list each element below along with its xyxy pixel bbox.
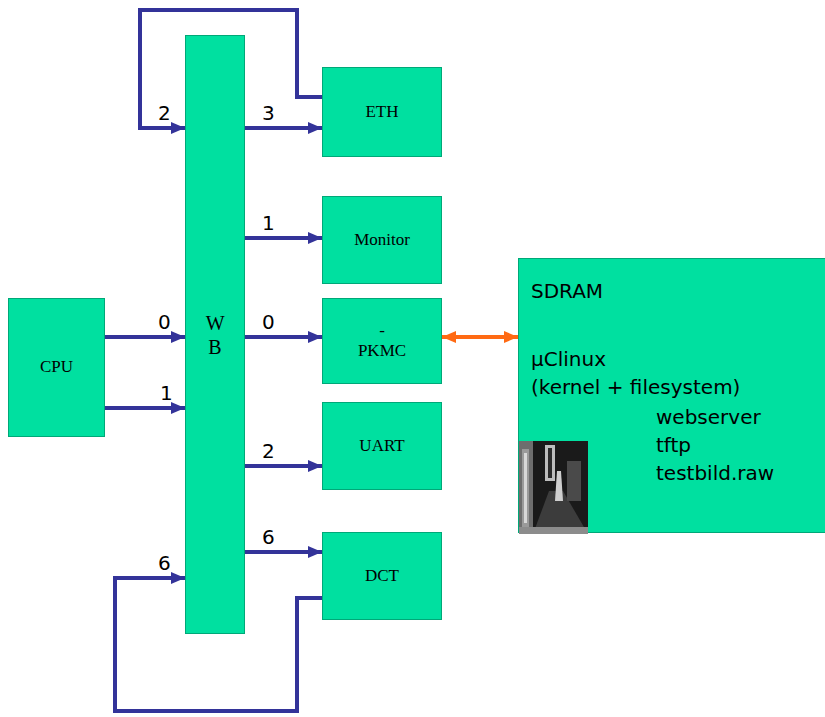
photo-sign-light bbox=[524, 453, 527, 523]
bus-connector bbox=[245, 550, 322, 554]
bus-connector bbox=[245, 335, 322, 339]
box-label: W B bbox=[206, 311, 225, 359]
photo-lettering bbox=[545, 445, 555, 481]
bus-box: W B bbox=[185, 35, 245, 634]
memory-content-label: (kernel + filesystem) bbox=[531, 375, 740, 399]
port-number: 2 bbox=[158, 102, 171, 125]
peripheral-box: Monitor bbox=[322, 196, 442, 284]
box-label: - PKMC bbox=[358, 321, 406, 362]
photo-lettering-gap bbox=[548, 448, 552, 478]
photo-sign bbox=[522, 449, 529, 527]
photo-wall bbox=[519, 441, 533, 534]
port-number: 2 bbox=[262, 440, 275, 463]
bus-connector bbox=[245, 236, 322, 240]
bus-connector bbox=[105, 335, 185, 339]
port-number: 1 bbox=[262, 212, 275, 235]
memory-content-label: µClinux bbox=[531, 347, 606, 371]
memory-box: SDRAM µClinux (kernel + filesystem) webserv… bbox=[518, 258, 825, 533]
memory-title: SDRAM bbox=[531, 279, 603, 303]
peripheral-box: ETH bbox=[322, 67, 442, 157]
bus-connector bbox=[245, 126, 322, 130]
port-number: 6 bbox=[262, 526, 275, 549]
port-number: 1 bbox=[160, 382, 173, 405]
port-number: 6 bbox=[158, 552, 171, 575]
box-label: ETH bbox=[365, 102, 398, 122]
memory-content-label: tftp bbox=[656, 433, 691, 457]
box-label: UART bbox=[359, 436, 404, 456]
peripheral-box: UART bbox=[322, 402, 442, 490]
memory-content-label: webserver bbox=[656, 405, 761, 429]
photo-thumbnail bbox=[519, 441, 588, 534]
box-label: CPU bbox=[40, 357, 73, 377]
photo-ground bbox=[519, 441, 588, 534]
photo-pavement bbox=[519, 527, 588, 534]
peripheral-box: DCT bbox=[322, 532, 442, 620]
bus-connector bbox=[105, 406, 185, 410]
memory-content-label: testbild.raw bbox=[656, 461, 774, 485]
port-number: 3 bbox=[262, 102, 275, 125]
memory-controller-box: - PKMC bbox=[322, 298, 442, 384]
bus-connector bbox=[245, 464, 322, 468]
photo-building bbox=[567, 461, 581, 501]
memory-link bbox=[442, 335, 518, 339]
port-number: 0 bbox=[262, 311, 275, 334]
photo-figure bbox=[555, 471, 563, 501]
box-label: Monitor bbox=[354, 230, 410, 250]
cpu-box: CPU bbox=[8, 298, 105, 437]
box-label: DCT bbox=[365, 566, 399, 586]
port-number: 0 bbox=[158, 311, 171, 334]
